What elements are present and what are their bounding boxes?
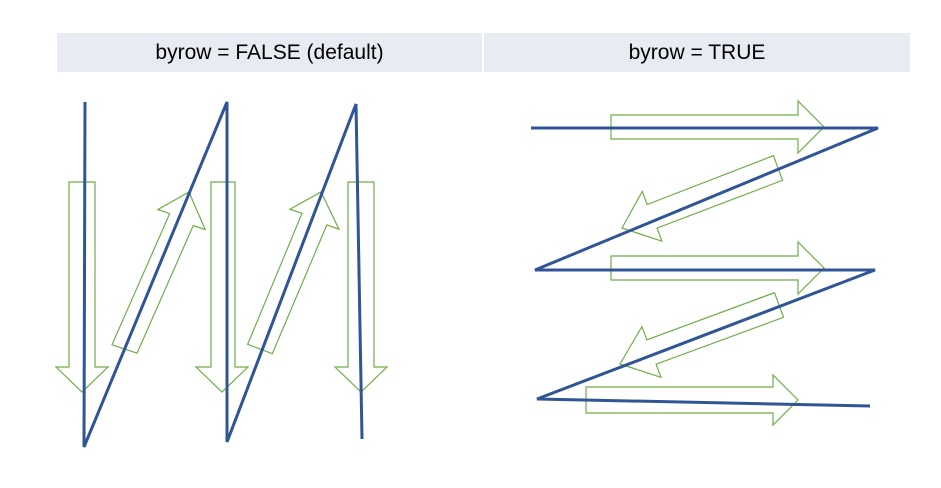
header-byrow-true-label: byrow = TRUE [628, 40, 766, 64]
right-arrow-icon [610, 240, 825, 296]
down-left-arrow-icon [621, 154, 784, 243]
column-fill-arrows [54, 181, 389, 393]
column-fill-panel [54, 101, 389, 448]
right-arrow-icon [585, 373, 799, 427]
row-fill-panel [531, 99, 879, 427]
up-right-arrow-icon [246, 191, 341, 355]
down-arrow-icon [333, 181, 389, 393]
column-fill-path-line [82, 101, 364, 448]
header-byrow-true: byrow = TRUE [484, 33, 910, 72]
header-byrow-false-label: byrow = FALSE (default) [155, 40, 384, 64]
row-fill-arrows [585, 99, 825, 427]
down-arrow-icon [54, 181, 110, 393]
up-right-arrow-icon [111, 191, 207, 354]
down-arrow-icon [194, 181, 250, 393]
header-byrow-false: byrow = FALSE (default) [57, 33, 482, 72]
row-fill-path-line [531, 126, 879, 408]
